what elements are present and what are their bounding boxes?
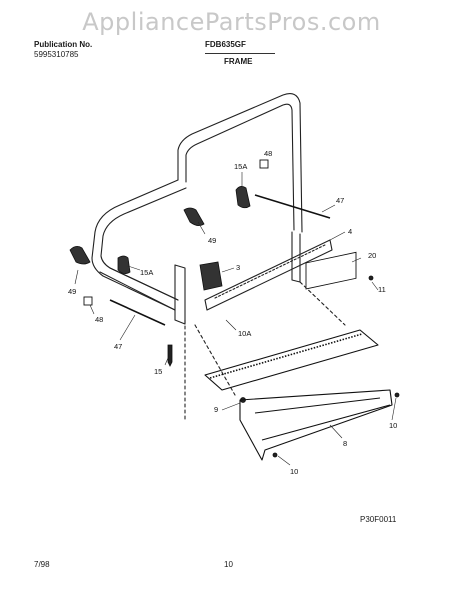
frame-lower-rail (99, 267, 179, 311)
screw-11 (368, 275, 374, 281)
frame-front-rail (204, 239, 333, 311)
callout-10-right: 10 (389, 421, 397, 430)
footer-page-number: 10 (224, 560, 233, 569)
publication-label: Publication No. (34, 40, 93, 49)
frame-front-post (174, 264, 186, 325)
hinge-bracket-inner (117, 255, 131, 274)
screw-10-bottom (272, 452, 278, 458)
header-rule (205, 53, 275, 54)
footer-date: 7/98 (34, 560, 50, 569)
callout-10a: 10A (238, 329, 251, 338)
cover-20 (305, 251, 357, 290)
toe-plate-top (204, 329, 379, 391)
callout-48-left: 48 (95, 315, 103, 324)
watermark-text: AppliancePartsPros.com (82, 8, 381, 36)
screw-10-right (394, 392, 400, 398)
callout-10-bottom: 10 (290, 467, 298, 476)
clip-48-top (259, 159, 269, 169)
kick-panel-8 (239, 389, 393, 461)
latch-assembly (199, 261, 223, 291)
publication-number: 5995310785 (34, 50, 79, 59)
frame-left-tube (91, 179, 187, 311)
section-title: FRAME (224, 57, 253, 66)
callout-20: 20 (368, 251, 376, 260)
callout-3: 3 (236, 263, 240, 272)
hinge-bracket-left (69, 246, 91, 265)
callout-15: 15 (154, 367, 162, 376)
clip-48-left (83, 296, 93, 306)
callout-15a-left: 15A (140, 268, 153, 277)
callout-49-left: 49 (68, 287, 76, 296)
frame-rear-tube (177, 93, 303, 233)
rod-47-left (109, 299, 166, 326)
frame-mid-post (291, 231, 301, 283)
callout-11: 11 (378, 285, 386, 294)
callout-8: 8 (343, 439, 347, 448)
callout-47-left: 47 (114, 342, 122, 351)
callout-49-mid: 49 (208, 236, 216, 245)
rod-47-top (254, 194, 331, 219)
callout-9: 9 (214, 405, 218, 414)
callout-4: 4 (348, 227, 352, 236)
hinge-bracket-mid (183, 207, 205, 226)
callout-15a-top: 15A (234, 162, 247, 171)
hinge-bracket-top (235, 186, 251, 209)
figure-code: P30F0011 (360, 515, 397, 524)
screw-15 (167, 344, 173, 367)
callout-47-top: 47 (336, 196, 344, 205)
callout-48-top: 48 (264, 149, 272, 158)
model-number: FDB635GF (205, 40, 246, 49)
